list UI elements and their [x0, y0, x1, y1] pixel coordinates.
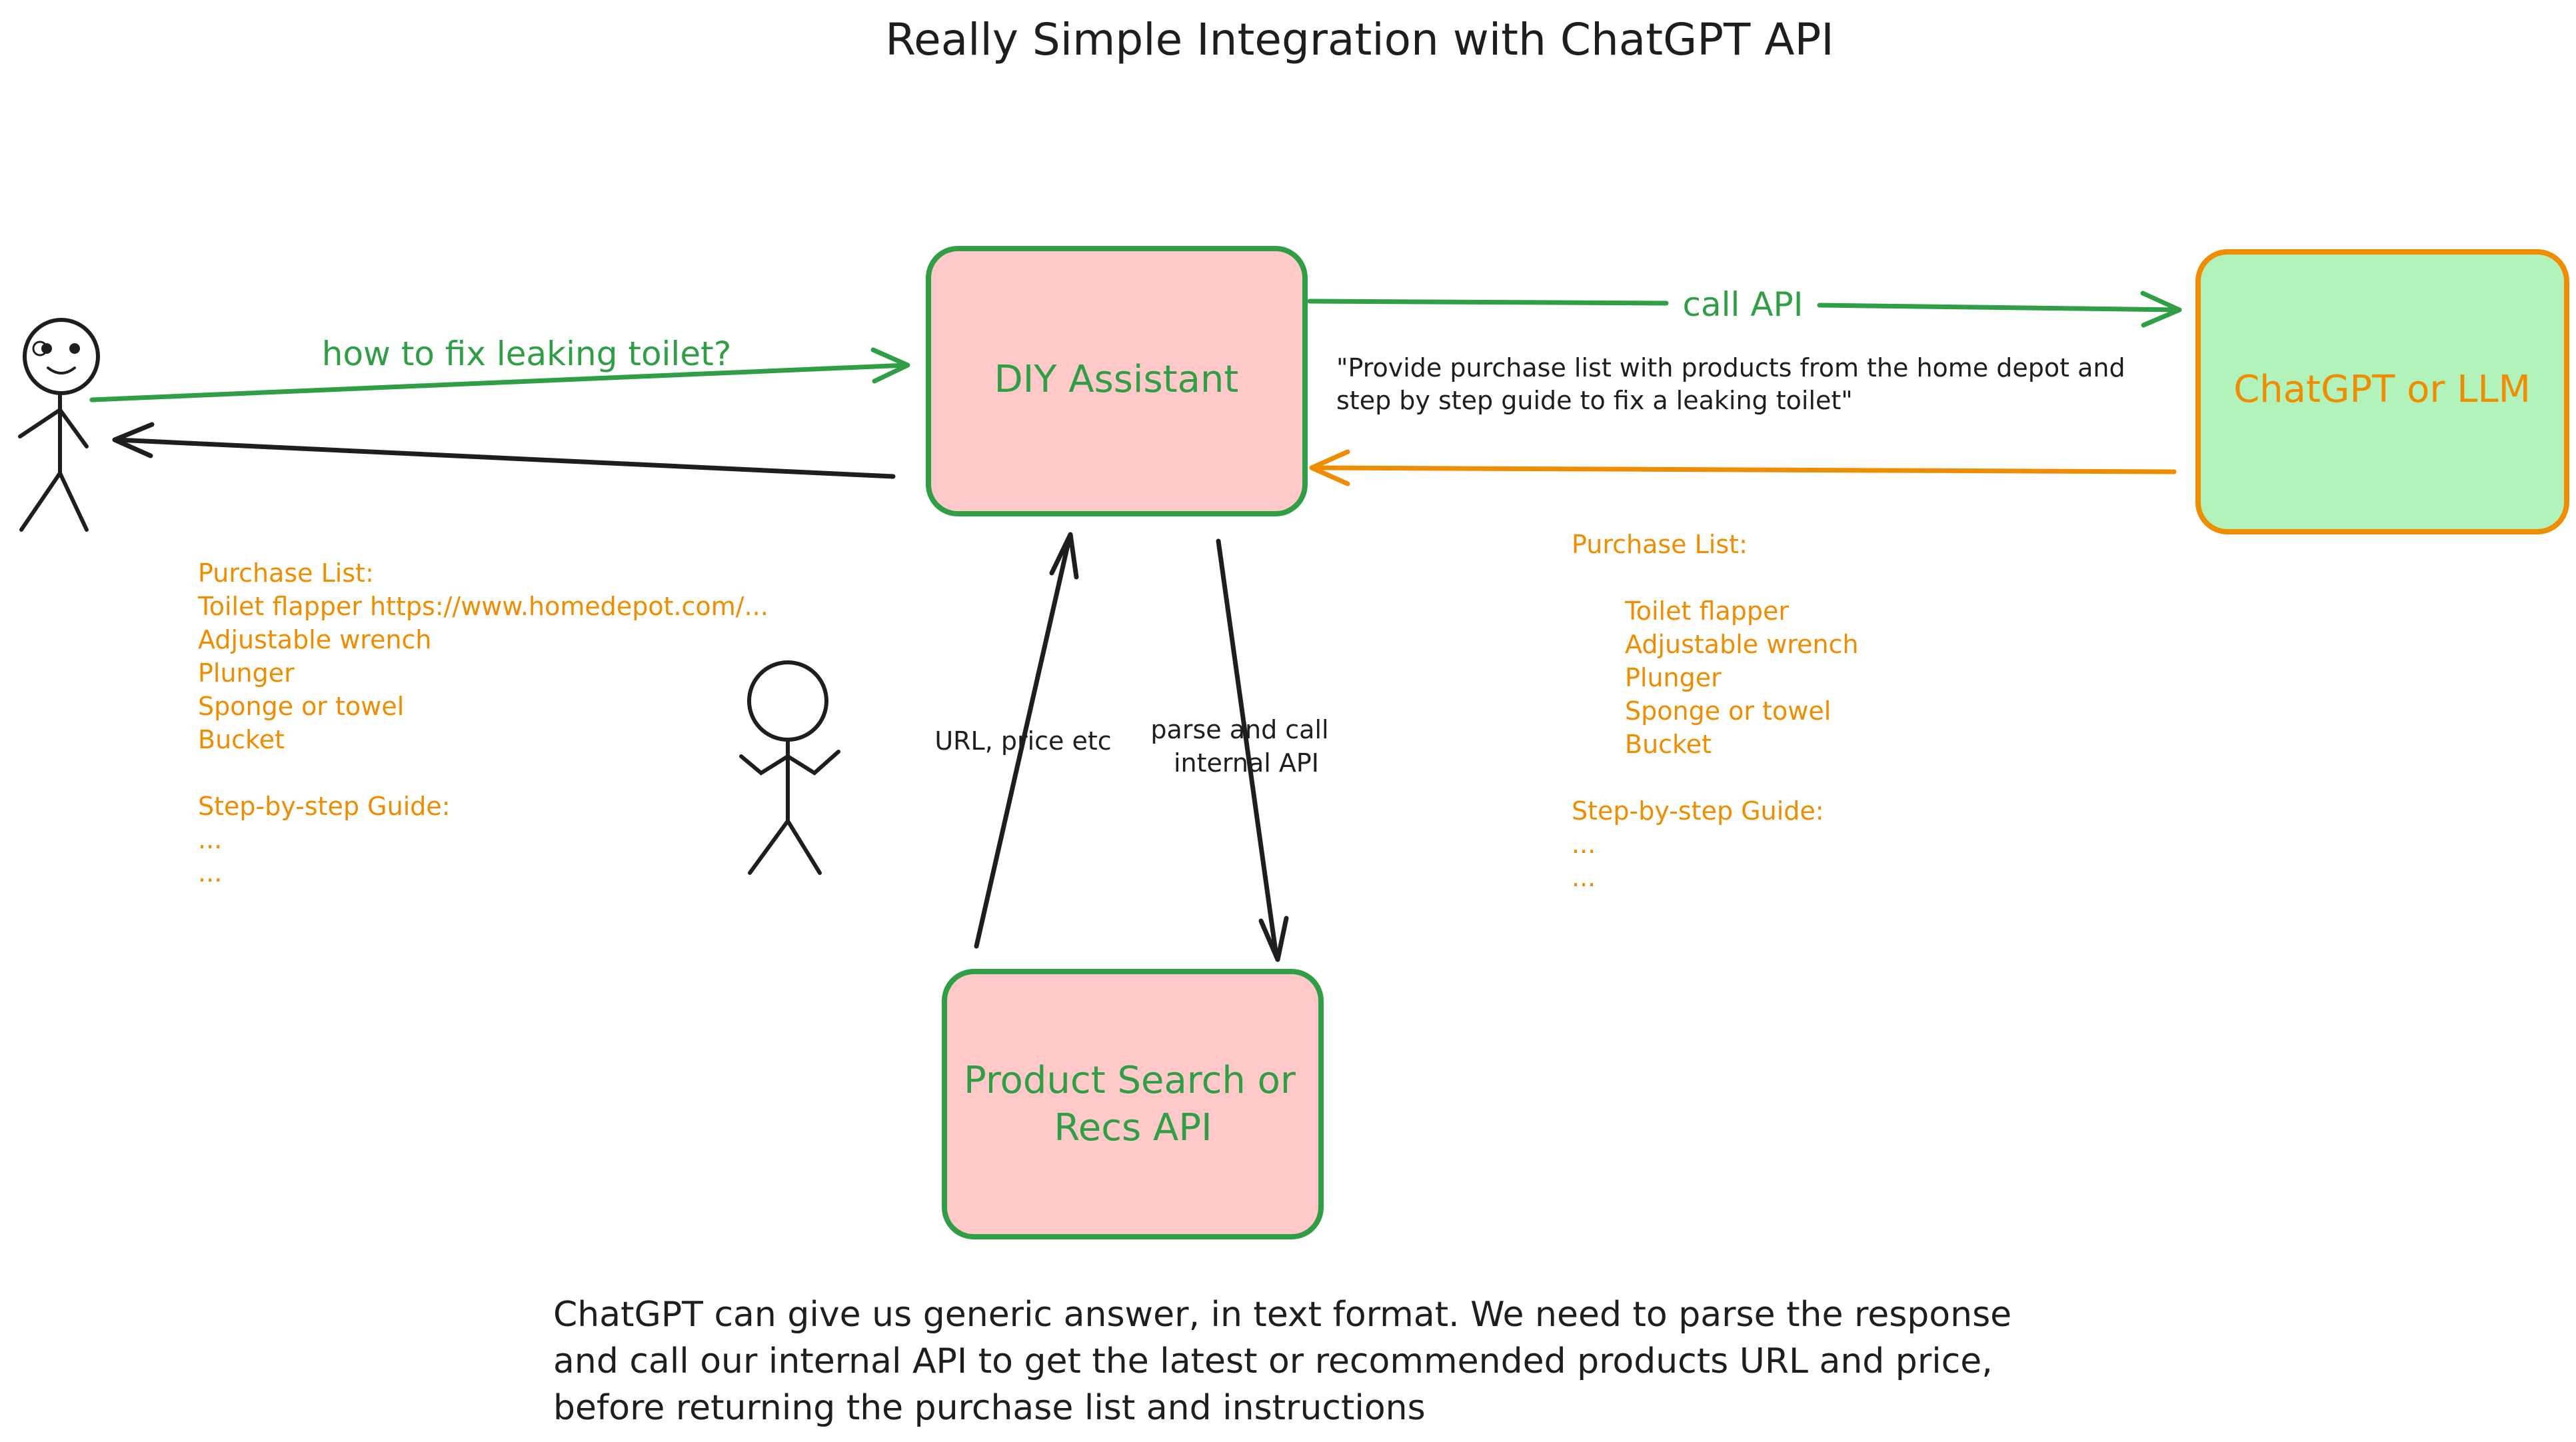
left-guide-item: ... [198, 858, 222, 888]
right-list-heading: Purchase List: [1572, 530, 1748, 559]
left-guide-heading: Step-by-step Guide: [198, 792, 451, 821]
parse-call-label-line2: internal API [1174, 748, 1319, 778]
diagram-title: Really Simple Integration with ChatGPT A… [885, 14, 1834, 65]
left-list-item: Plunger [198, 658, 295, 688]
user-icon [18, 318, 100, 532]
bottom-note: ChatGPT can give us generic answer, in t… [553, 1295, 2011, 1428]
left-purchase-list: Purchase List: Toilet flapper https://ww… [197, 558, 768, 888]
llm-box: ChatGPT or LLM [2195, 249, 2569, 534]
prompt-text-line2: step by step guide to fix a leaking toil… [1336, 386, 1853, 415]
note-line2: and call our internal API to get the lat… [553, 1341, 1993, 1381]
parse-call-label-line1: parse and call [1150, 715, 1328, 744]
diy-assistant-label: DIY Assistant [994, 358, 1239, 401]
llm-label: ChatGPT or LLM [2233, 368, 2531, 411]
note-line3: before returning the purchase list and i… [553, 1388, 1426, 1428]
prompt-text-line1: "Provide purchase list with products fro… [1336, 353, 2125, 382]
product-search-label-line2: Recs API [1054, 1106, 1212, 1149]
response-arrow [112, 422, 896, 479]
right-guide-item: ... [1572, 830, 1596, 859]
url-price-label: URL, price etc [934, 726, 1111, 756]
right-purchase-list: Purchase List: Toilet flapper Adjustable… [1572, 530, 1859, 892]
product-search-label-line1: Product Search or [964, 1059, 1296, 1102]
url-price-arrow: URL, price etc [934, 532, 1112, 949]
right-list-item: Bucket [1625, 730, 1712, 759]
product-search-box: Product Search or Recs API [942, 969, 1324, 1239]
left-list-item: Toilet flapper https://www.homedepot.com… [197, 592, 768, 621]
call-api-arrow: call API "Provide purchase list with pro… [1307, 285, 2182, 415]
right-list-item: Toilet flapper [1624, 596, 1789, 626]
shrug-icon [739, 660, 840, 875]
left-list-item: Sponge or towel [198, 692, 404, 721]
left-guide-item: ... [198, 825, 222, 854]
parse-call-arrow: parse and call internal API [1150, 538, 1329, 962]
question-arrow: how to fix leaking toilet? [89, 335, 910, 402]
left-list-item: Adjustable wrench [198, 625, 432, 654]
right-guide-item: ... [1572, 863, 1596, 892]
right-list-item: Plunger [1625, 663, 1722, 692]
diy-assistant-box: DIY Assistant [926, 246, 1308, 516]
right-guide-heading: Step-by-step Guide: [1572, 796, 1824, 826]
llm-response-arrow [1309, 449, 2177, 486]
right-list-item: Adjustable wrench [1625, 630, 1859, 659]
question-label: how to fix leaking toilet? [322, 335, 731, 373]
right-list-item: Sponge or towel [1625, 696, 1831, 726]
note-line1: ChatGPT can give us generic answer, in t… [553, 1295, 2011, 1335]
call-api-label: call API [1683, 285, 1804, 324]
left-list-heading: Purchase List: [198, 558, 374, 588]
left-list-item: Bucket [198, 725, 285, 754]
